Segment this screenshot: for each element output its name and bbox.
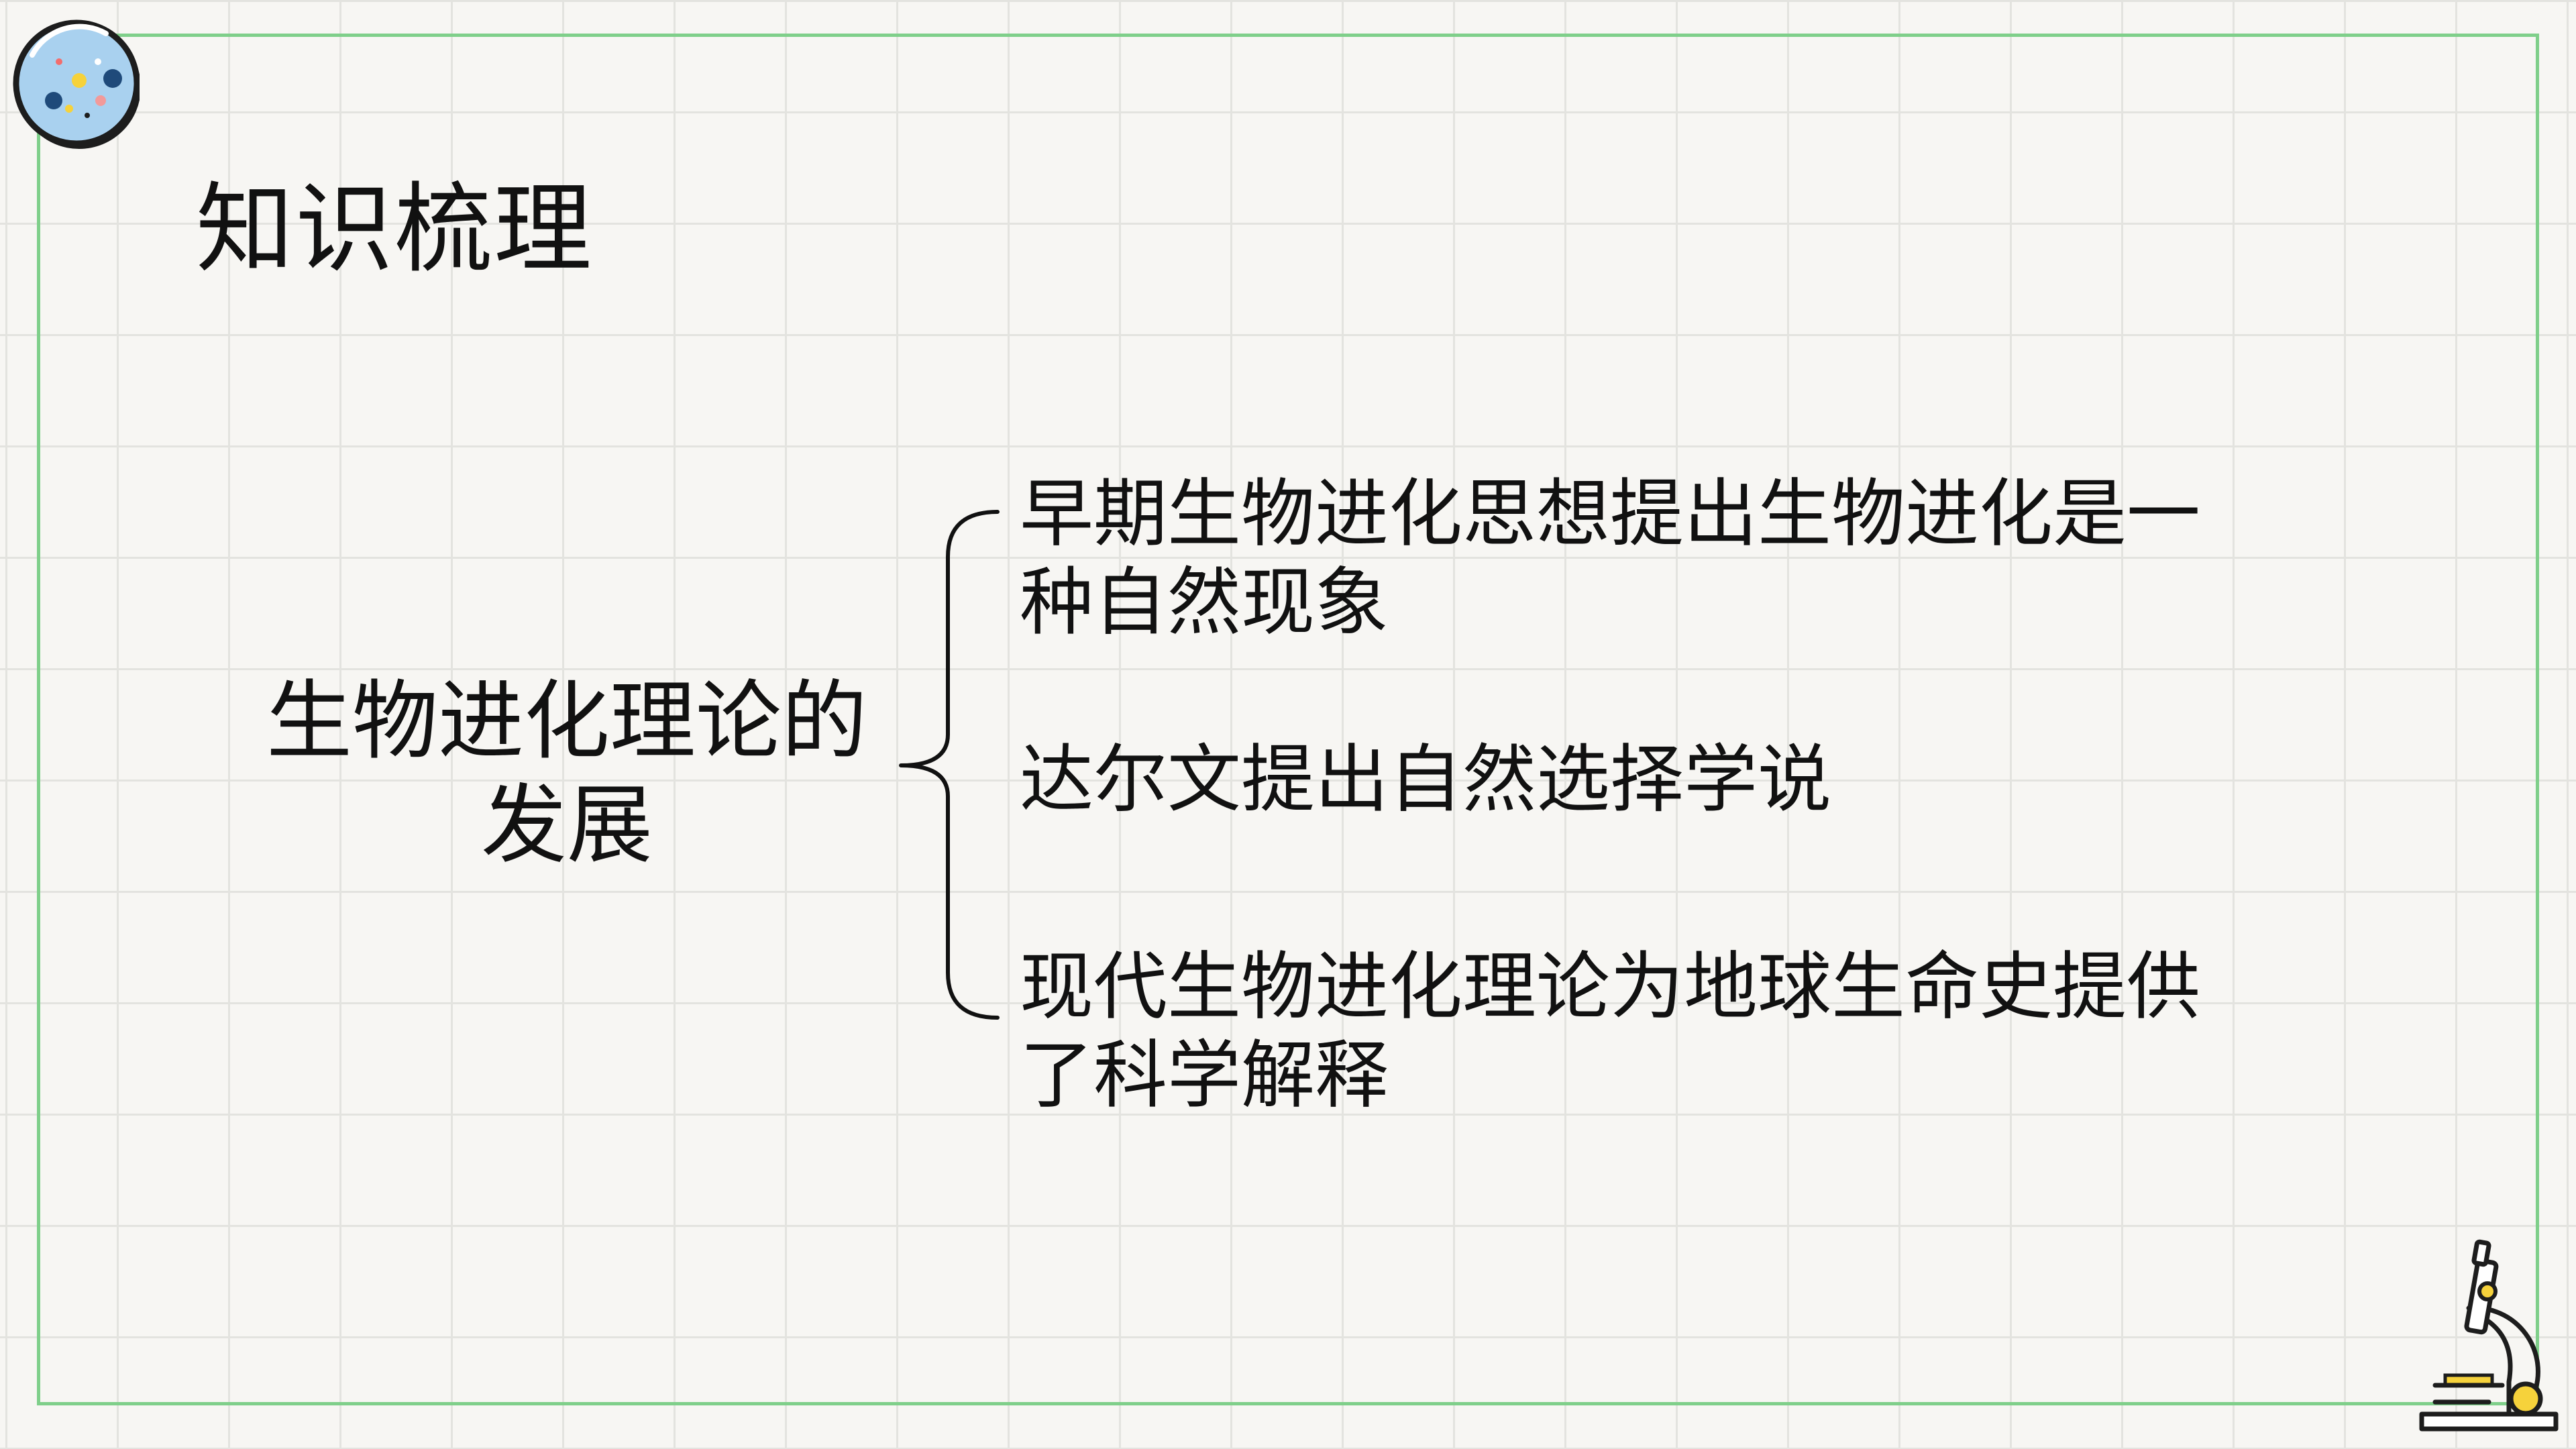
microscope-icon <box>2419 1239 2559 1432</box>
petri-dish-icon <box>13 19 140 149</box>
branch-item-darwin: 达尔文提出自然选择学说 <box>1020 737 1831 822</box>
branch-item-modern-theory: 现代生物进化理论为地球生命史提供了科学解释 <box>1020 944 2200 1118</box>
branch-item-early-ideas: 早期生物进化思想提出生物进化是一种自然现象 <box>1020 471 2200 645</box>
slide-frame <box>37 34 2539 1405</box>
curly-brace <box>899 510 1000 1020</box>
central-topic: 生物进化理论的发展 <box>266 672 867 875</box>
page-title: 知识梳理 <box>196 172 593 286</box>
